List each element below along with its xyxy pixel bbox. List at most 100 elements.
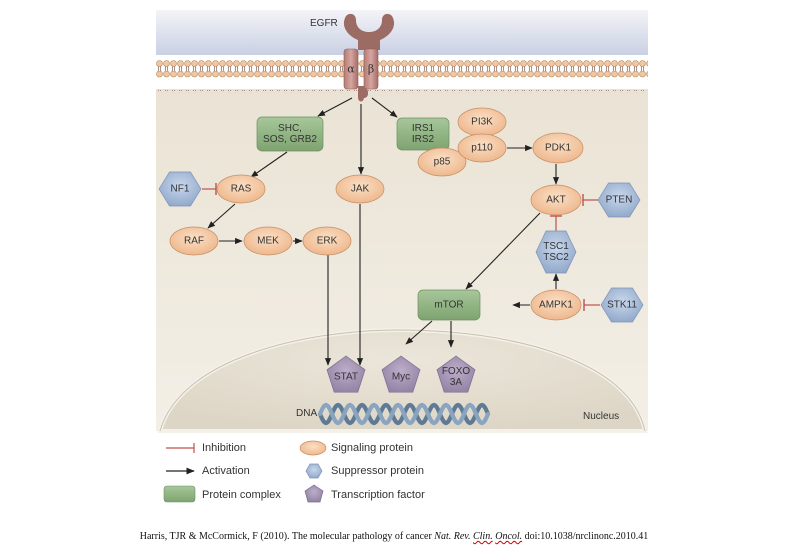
edge-akt-mtor-activation: [465, 212, 541, 290]
legend-transcription-factor: Transcription factor: [304, 484, 425, 503]
node-label: AMPK1: [539, 300, 573, 311]
node-label: STK11: [607, 300, 637, 311]
protein-complex-shape: [256, 116, 324, 152]
citation-journal-a: Nat. Rev.: [434, 531, 473, 542]
node-label: PDK1: [545, 143, 572, 154]
edge-egfr-irs-activation: [371, 97, 398, 118]
citation-prefix: Harris, TJR & McCormick, F (2010). The m…: [139, 531, 435, 542]
egfr-beta-subunit: β: [368, 63, 374, 76]
node-stk11[interactable]: STK11: [600, 287, 644, 323]
signaling-protein-shape: [417, 147, 467, 177]
citation: Harris, TJR & McCormick, F (2010). The m…: [0, 531, 788, 542]
legend: Inhibition Activation Protein complex Si…: [163, 440, 425, 503]
dna-label: DNA: [296, 408, 317, 419]
citation-journal-b: Clin.: [472, 531, 493, 542]
nucleus-label: Nucleus: [583, 411, 619, 422]
legend-activation-label: Activation: [202, 465, 250, 477]
node-label: mTOR: [434, 300, 463, 311]
node-label: TSC2: [543, 252, 569, 263]
legend-suppressor-label: Suppressor protein: [331, 465, 424, 477]
node-label: p110: [471, 143, 493, 154]
node-label: 3A: [450, 377, 463, 388]
signaling-protein-shape: [216, 174, 266, 204]
node-mek[interactable]: MEK: [243, 226, 293, 256]
citation-doi: doi:10.1038/nrclinonc.2010.41: [522, 531, 649, 542]
signaling-protein-shape: [530, 184, 582, 216]
egfr-alpha-subunit: α: [347, 63, 355, 76]
signaling-protein-shape: [302, 226, 352, 256]
signaling-protein-shape: [169, 226, 219, 256]
node-nf1[interactable]: NF1: [158, 171, 202, 207]
signaling-protein-shape: [335, 174, 385, 204]
edge-egfr-shc-activation: [317, 97, 353, 117]
edge-nf1-ras-inhibition: [202, 183, 217, 195]
node-label: FOXO: [442, 366, 471, 377]
node-p110[interactable]: p110: [457, 133, 507, 163]
node-akt[interactable]: AKT: [530, 184, 582, 216]
suppressor-protein-shape: [158, 171, 202, 207]
node-jak[interactable]: JAK: [335, 174, 385, 204]
legend-activation: Activation: [166, 465, 250, 477]
node-label: NF1: [171, 184, 190, 195]
node-erk[interactable]: ERK: [302, 226, 352, 256]
node-label: IRS2: [412, 134, 435, 145]
node-label: AKT: [546, 195, 565, 206]
node-label: PTEN: [606, 195, 633, 206]
dna-strand: [317, 402, 491, 426]
egfr-label: EGFR: [310, 18, 338, 29]
cell-membrane: [156, 52, 648, 91]
node-label: TSC1: [543, 241, 569, 252]
transcription-factor-shape: [436, 355, 476, 393]
node-label: PI3K: [471, 117, 493, 128]
node-label: ERK: [317, 236, 338, 247]
extracellular-space: [156, 10, 648, 55]
node-pdk1[interactable]: PDK1: [532, 132, 584, 164]
edge-shc-ras-activation: [250, 151, 288, 178]
legend-inhibition-label: Inhibition: [202, 442, 246, 454]
signaling-protein-shape: [530, 289, 582, 321]
node-label: RAS: [231, 184, 252, 195]
protein-complex-shape: [396, 117, 450, 151]
edge-pten-akt-inhibition: [582, 194, 598, 206]
node-pi3k[interactable]: PI3K: [457, 107, 507, 137]
legend-inhibition: Inhibition: [166, 442, 246, 454]
signaling-protein-shape: [532, 132, 584, 164]
suppressor-protein-shape: [597, 182, 641, 218]
protein-complex-shape: [417, 289, 481, 321]
transcription-factor-shape: [326, 355, 366, 393]
node-label: SOS, GRB2: [263, 134, 317, 145]
edge-mtor-myc-activation: [405, 320, 433, 345]
edge-ras-raf-activation: [207, 203, 236, 229]
legend-signaling-label: Signaling protein: [331, 442, 413, 454]
node-label: JAK: [351, 184, 370, 195]
node-shc[interactable]: SHC,SOS, GRB2: [256, 116, 324, 152]
node-label: STAT: [334, 372, 358, 383]
edges-layer: [202, 97, 600, 366]
legend-protein-complex: Protein complex: [163, 485, 281, 503]
node-pten[interactable]: PTEN: [597, 182, 641, 218]
suppressor-protein-shape: [535, 230, 577, 274]
node-p85[interactable]: p85: [417, 147, 467, 177]
citation-journal-d: Oncol.: [495, 531, 523, 542]
node-label: p85: [434, 157, 451, 168]
node-ampk1[interactable]: AMPK1: [530, 289, 582, 321]
edge-tsc-akt-inhibition: [550, 215, 562, 232]
node-mtor[interactable]: mTOR: [417, 289, 481, 321]
node-stat[interactable]: STAT: [326, 355, 366, 393]
node-raf[interactable]: RAF: [169, 226, 219, 256]
transcription-factor-shape: [381, 355, 421, 393]
signaling-protein-shape: [457, 133, 507, 163]
signaling-protein-shape: [243, 226, 293, 256]
egfr-receptor[interactable]: [343, 13, 395, 102]
node-ras[interactable]: RAS: [216, 174, 266, 204]
node-myc[interactable]: Myc: [381, 355, 421, 393]
node-label: RAF: [184, 236, 204, 247]
legend-signaling-protein: Signaling protein: [299, 440, 413, 456]
edge-stk11-ampk1-inhibition: [583, 299, 600, 311]
node-label: Myc: [392, 372, 410, 383]
node-label: IRS1: [412, 123, 435, 134]
